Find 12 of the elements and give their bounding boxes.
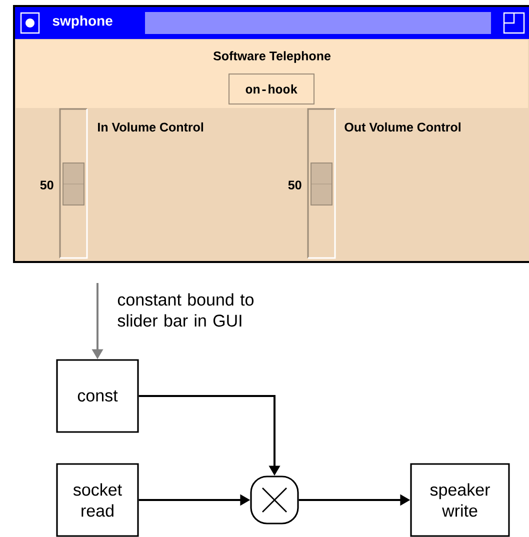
panel-heading: Software Telephone [213, 51, 330, 63]
edge-label: constant bound to slider bar in GUI [118, 293, 254, 327]
block-box: const [56, 359, 139, 433]
slider-value: 50 [288, 180, 302, 190]
slider-value: 50 [40, 180, 54, 190]
multiplier-symbol [250, 476, 299, 524]
slider-label: Out Volume Control [344, 122, 460, 132]
block-box: speaker write [410, 463, 510, 537]
toggle-button: on-hook [228, 74, 314, 104]
slider-label: In Volume Control [98, 122, 204, 132]
window-title: swphone [52, 15, 112, 29]
block-box: socket read [56, 463, 139, 537]
